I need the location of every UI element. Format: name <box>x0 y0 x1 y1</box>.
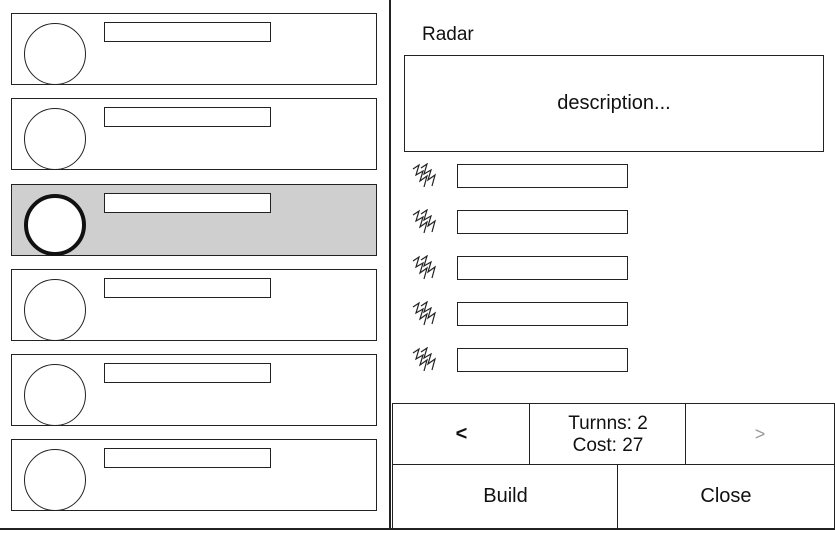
item-name-placeholder <box>104 22 271 42</box>
item-avatar <box>24 364 86 426</box>
item-name-placeholder <box>104 448 271 468</box>
item-name-placeholder <box>104 363 271 383</box>
stat-bar <box>457 210 628 234</box>
bottom-border <box>0 528 835 530</box>
item-avatar <box>24 449 86 511</box>
description-box: description... <box>404 55 824 152</box>
stat-bar <box>457 256 628 280</box>
list-item[interactable] <box>11 98 377 170</box>
description-text: description... <box>557 92 671 114</box>
stat-bar <box>457 164 628 188</box>
item-name-placeholder <box>104 278 271 298</box>
lightning-bolt-icon <box>412 163 437 188</box>
stat-row <box>410 209 630 235</box>
next-button[interactable]: > <box>685 403 835 466</box>
turns-value: Turnns: 2 <box>568 412 648 434</box>
lightning-bolt-icon <box>412 301 437 326</box>
item-avatar <box>24 108 86 170</box>
list-item[interactable] <box>11 269 377 341</box>
lightning-bolt-icon <box>412 347 437 372</box>
item-avatar <box>24 23 86 85</box>
lightning-bolt-icon <box>412 209 437 234</box>
item-avatar <box>24 279 86 341</box>
cost-value: Cost: 27 <box>572 434 644 456</box>
stat-row <box>410 347 630 373</box>
detail-title: Radar <box>422 24 474 45</box>
list-item[interactable] <box>11 13 377 85</box>
stat-row <box>410 301 630 327</box>
item-name-placeholder <box>104 107 271 127</box>
item-name-placeholder <box>104 193 271 213</box>
close-button[interactable]: Close <box>617 464 835 529</box>
stat-bar <box>457 348 628 372</box>
lightning-bolt-icon <box>412 255 437 280</box>
stat-bar <box>457 302 628 326</box>
list-item[interactable] <box>11 439 377 511</box>
build-button[interactable]: Build <box>392 464 619 529</box>
item-avatar <box>24 194 86 256</box>
stat-row <box>410 163 630 189</box>
stat-row <box>410 255 630 281</box>
list-item-selected[interactable] <box>11 184 377 256</box>
prev-button[interactable]: < <box>392 403 531 466</box>
panel-divider <box>389 0 391 529</box>
build-info: Turnns: 2 Cost: 27 <box>529 403 687 466</box>
list-item[interactable] <box>11 354 377 426</box>
